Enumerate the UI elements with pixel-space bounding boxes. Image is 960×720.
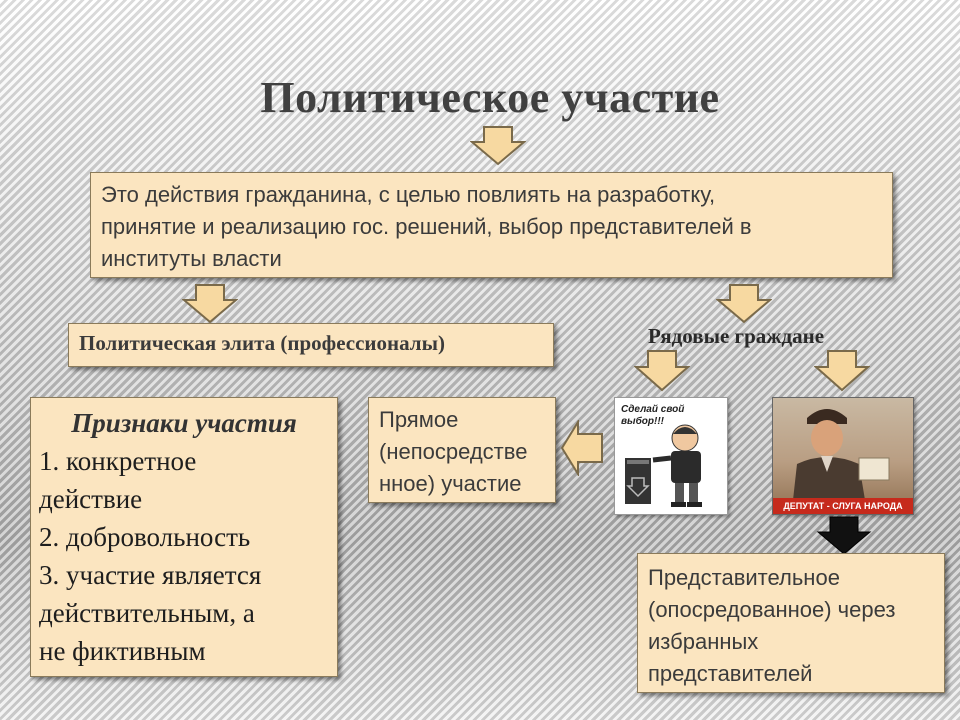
direct-participation-box: Прямое (непосредстве нное) участие bbox=[368, 397, 556, 503]
signs-item: не фиктивным bbox=[39, 636, 206, 666]
page-title: Политическое участие bbox=[260, 73, 720, 122]
representative-line: представителей bbox=[648, 661, 813, 686]
signs-item: 1. конкретное bbox=[39, 446, 197, 476]
down-arrow-icon bbox=[470, 126, 526, 166]
vote-poster-caption: выбор!!! bbox=[621, 416, 664, 427]
signs-box: Признаки участия 1. конкретное действие … bbox=[30, 397, 338, 677]
direct-line: нное) участие bbox=[379, 471, 522, 496]
down-arrow-icon bbox=[182, 284, 238, 324]
signs-item: 3. участие является bbox=[39, 560, 262, 590]
signs-item: действительным, а bbox=[39, 598, 255, 628]
direct-line: Прямое bbox=[379, 407, 459, 432]
representative-line: избранных bbox=[648, 629, 759, 654]
down-arrow-icon bbox=[816, 516, 872, 555]
signs-heading: Признаки участия bbox=[71, 408, 297, 438]
representative-line: Представительное bbox=[648, 565, 840, 590]
deputy-figure-icon bbox=[793, 409, 890, 500]
direct-line: (непосредстве bbox=[379, 439, 528, 464]
definition-box: Это действия гражданина, с целью повлият… bbox=[90, 172, 893, 278]
representative-participation-box: Представительное (опосредованное) через … bbox=[637, 553, 945, 693]
definition-line: Это действия гражданина, с целью повлият… bbox=[101, 182, 716, 207]
vote-poster-caption: Сделай свой bbox=[621, 404, 685, 415]
vote-poster-image: Сделай свой выбор!!! bbox=[614, 397, 728, 515]
representative-line: (опосредованное) через bbox=[648, 597, 896, 622]
definition-line: принятие и реализацию гос. решений, выбо… bbox=[101, 214, 752, 239]
deputy-poster-banner: ДЕПУТАТ - СЛУГА НАРОДА bbox=[773, 498, 913, 514]
left-arrow-icon bbox=[560, 420, 603, 476]
voter-figure-icon bbox=[625, 424, 702, 507]
definition-line: институты власти bbox=[101, 246, 282, 271]
citizens-label: Рядовые граждане bbox=[648, 324, 825, 348]
down-arrow-icon bbox=[716, 284, 772, 324]
signs-item: 2. добровольность bbox=[39, 522, 251, 552]
signs-item: действие bbox=[39, 484, 143, 514]
deputy-poster-image: ДЕПУТАТ - СЛУГА НАРОДА bbox=[772, 397, 914, 515]
elite-label: Политическая элита (профессионалы) bbox=[79, 331, 445, 355]
down-arrow-icon bbox=[814, 350, 870, 392]
elite-box: Политическая элита (профессионалы) bbox=[68, 323, 554, 367]
down-arrow-icon bbox=[634, 350, 690, 392]
